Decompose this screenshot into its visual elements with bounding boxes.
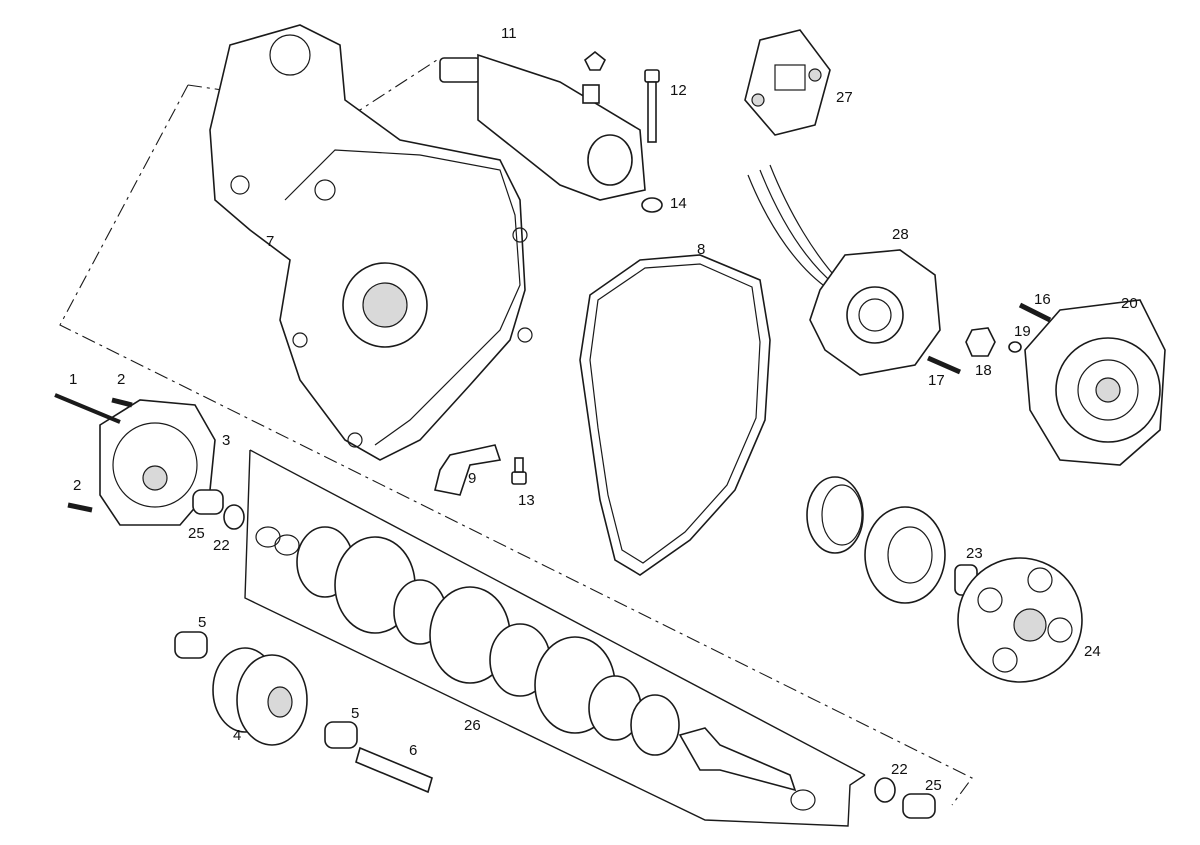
label-6: 6 xyxy=(409,742,417,759)
label-11: 11 xyxy=(501,25,517,42)
label-26: 26 xyxy=(464,717,481,734)
label-7: 7 xyxy=(266,233,274,250)
bearing-25-left[interactable] xyxy=(192,489,224,515)
washer-14[interactable] xyxy=(641,197,663,213)
bolt-2-lower[interactable] xyxy=(67,502,93,513)
bracket-9[interactable] xyxy=(434,444,502,496)
label-8: 8 xyxy=(697,241,705,258)
crankcase-cover[interactable] xyxy=(209,24,533,461)
label-17: 17 xyxy=(928,372,945,389)
flywheel[interactable] xyxy=(1024,299,1166,466)
kit-frame xyxy=(244,449,866,827)
bolt-1[interactable] xyxy=(54,393,121,424)
label-9: 9 xyxy=(468,470,476,487)
label-2: 2 xyxy=(73,477,81,494)
bolt-17[interactable] xyxy=(926,355,962,375)
label-22: 22 xyxy=(891,761,908,778)
bolt-16[interactable] xyxy=(1018,302,1052,323)
label-16: 16 xyxy=(1034,291,1051,308)
bolt-12[interactable] xyxy=(644,69,660,143)
starter-clutch[interactable] xyxy=(806,476,864,554)
label-5: 5 xyxy=(198,614,206,631)
idle-gear[interactable] xyxy=(212,647,308,746)
label-12: 12 xyxy=(670,82,687,99)
label-28: 28 xyxy=(892,226,909,243)
label-2: 2 xyxy=(117,371,125,388)
label-20: 20 xyxy=(1121,295,1138,312)
part-labels: 1 2 2 3 4 5 5 6 7 8 9 11 12 13 14 16 17 … xyxy=(69,25,1138,794)
bearing-25-right[interactable] xyxy=(902,793,936,819)
cover-gasket-inner xyxy=(589,263,761,564)
washer-22-left[interactable] xyxy=(223,504,245,530)
nut-18[interactable] xyxy=(965,327,996,357)
label-19: 19 xyxy=(1014,323,1031,340)
label-27: 27 xyxy=(836,89,853,106)
plug-13[interactable] xyxy=(511,457,527,485)
kit-contents[interactable] xyxy=(255,526,816,811)
label-22: 22 xyxy=(213,537,230,554)
stator[interactable] xyxy=(747,164,941,376)
shaft-6[interactable] xyxy=(355,746,433,794)
washer-22-right[interactable] xyxy=(874,777,896,803)
clutch-plate[interactable] xyxy=(864,506,946,604)
bearing-5-lower[interactable] xyxy=(324,721,358,749)
label-18: 18 xyxy=(975,362,992,379)
bearing-5-upper[interactable] xyxy=(174,631,208,659)
label-4: 4 xyxy=(233,727,241,744)
kit-frame-top xyxy=(249,449,866,776)
label-25: 25 xyxy=(925,777,942,794)
starter-motor[interactable] xyxy=(439,50,646,201)
label-1: 1 xyxy=(69,371,77,388)
label-25: 25 xyxy=(188,525,205,542)
label-23: 23 xyxy=(966,545,983,562)
key-19[interactable] xyxy=(1008,341,1022,353)
label-13: 13 xyxy=(518,492,535,509)
cover-gasket[interactable] xyxy=(579,254,771,576)
brush-holder[interactable] xyxy=(744,29,831,136)
starter-driven-gear[interactable] xyxy=(957,557,1083,683)
label-3: 3 xyxy=(222,432,230,449)
label-14: 14 xyxy=(670,195,687,212)
label-5: 5 xyxy=(351,705,359,722)
bolt-2-upper[interactable] xyxy=(111,397,133,408)
label-24: 24 xyxy=(1084,643,1101,660)
